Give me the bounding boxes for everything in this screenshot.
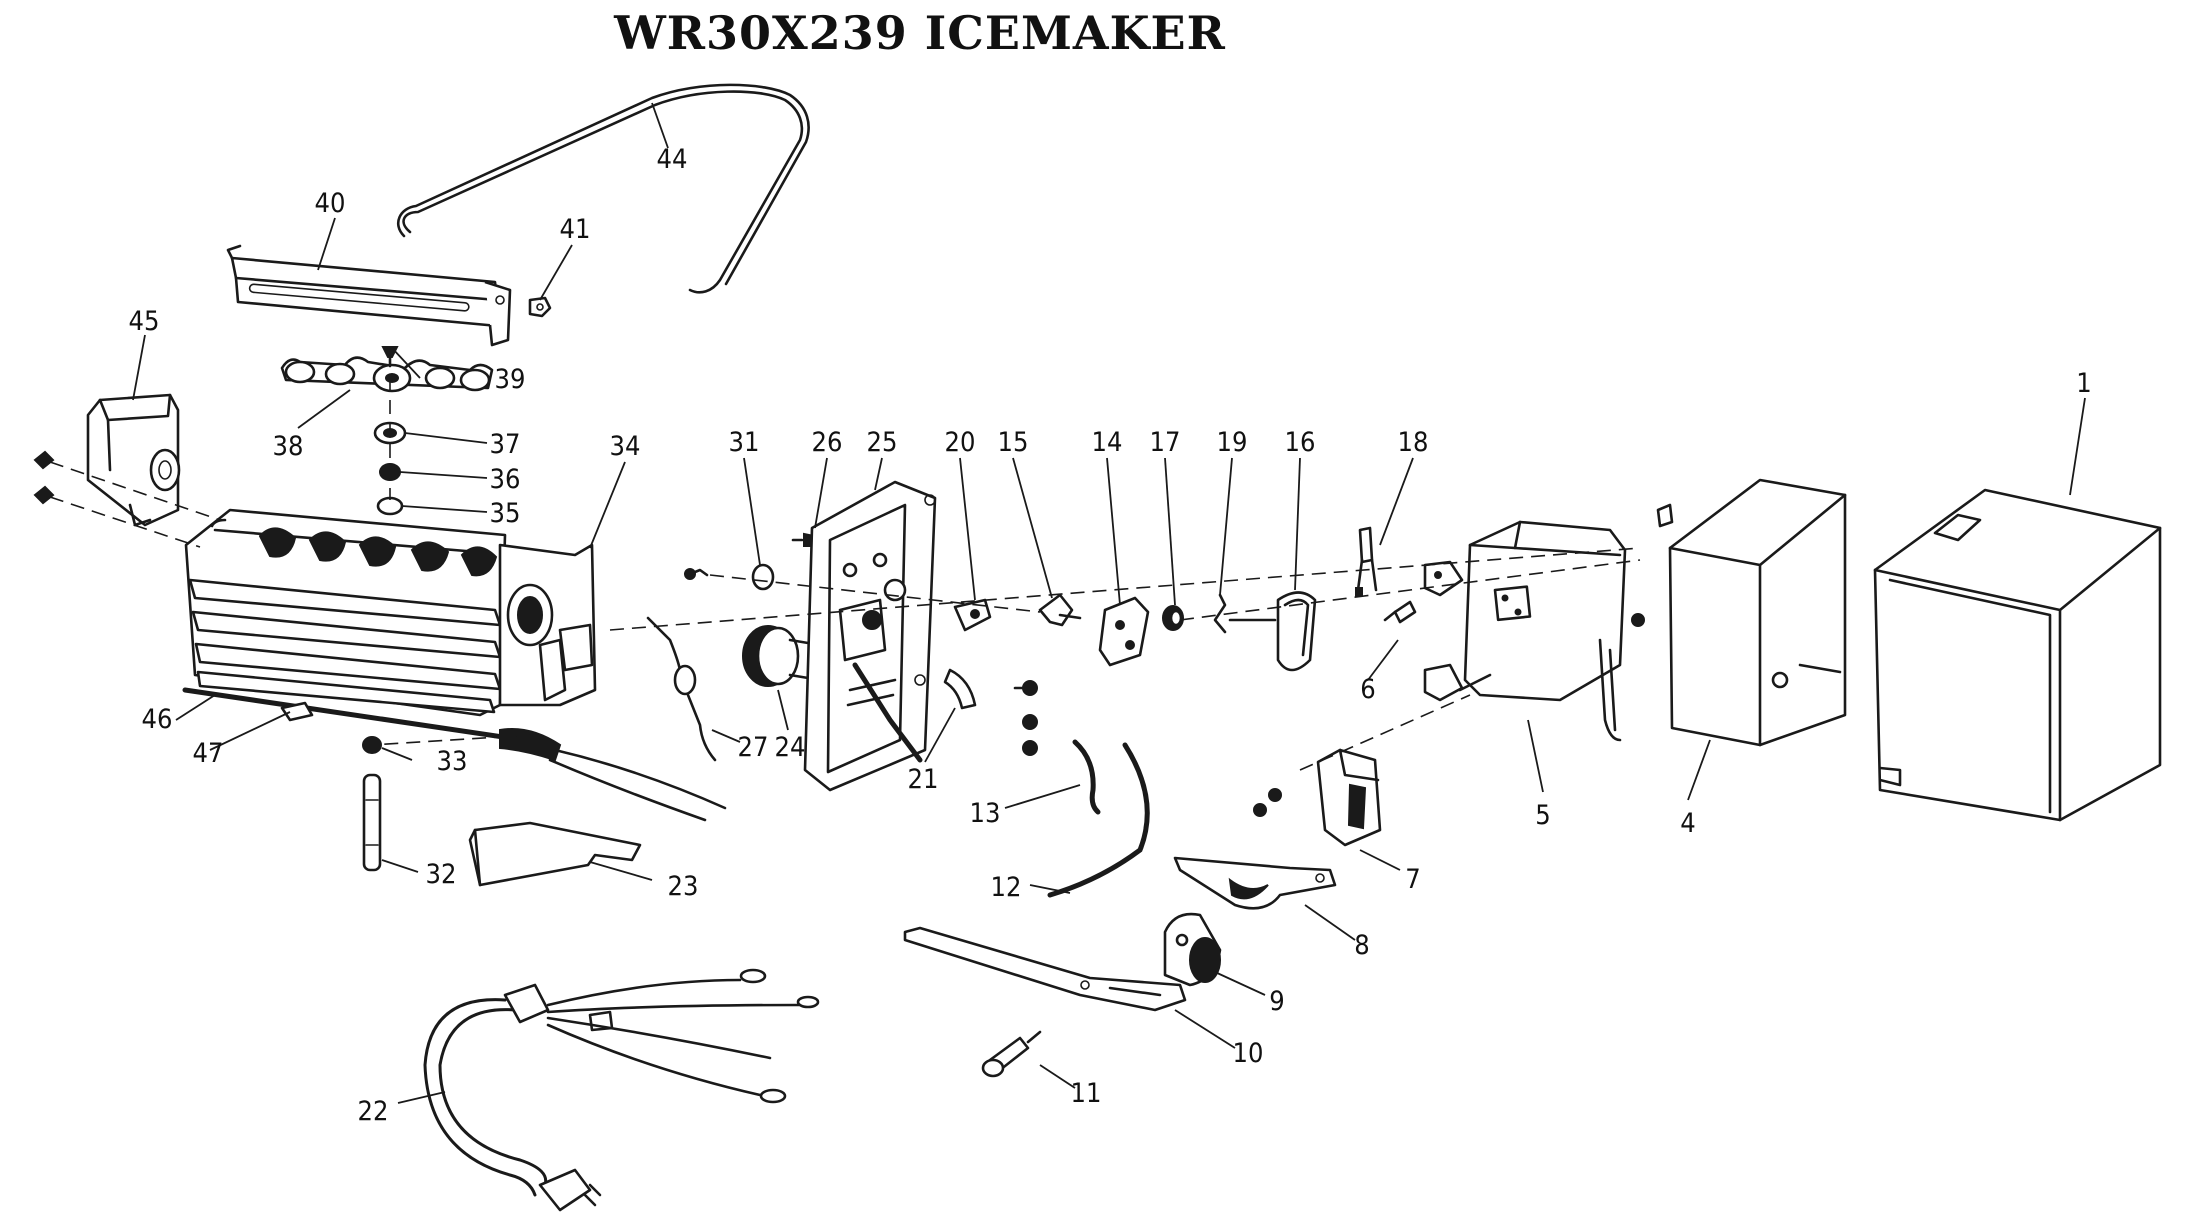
callout-21: 21 xyxy=(908,764,939,795)
part-35-o-ring xyxy=(376,496,404,516)
part-19-clip xyxy=(1213,593,1227,634)
part-22-power-cord xyxy=(423,968,820,1212)
part-25-housing-plate xyxy=(803,480,937,792)
callout-19: 19 xyxy=(1217,427,1248,458)
callout-16: 16 xyxy=(1285,427,1316,458)
callout-13: 13 xyxy=(970,798,1001,829)
part-1-front-cover xyxy=(1873,488,2162,822)
part-45-bearing-housing xyxy=(33,393,181,527)
part-14-holding-switch xyxy=(1098,596,1150,667)
part-11-pin xyxy=(981,1030,1042,1078)
part-5-motor xyxy=(1423,520,1645,742)
callout-33: 33 xyxy=(437,746,468,777)
callout-46: 46 xyxy=(142,704,173,735)
part-12-fill-tube xyxy=(1047,742,1150,898)
callout-8: 8 xyxy=(1354,930,1369,961)
part-38-ejector-blades xyxy=(280,356,494,393)
callout-40: 40 xyxy=(315,188,346,219)
part-46-mold-assembly xyxy=(182,508,727,822)
callout-45: 45 xyxy=(129,306,160,337)
part-15-switch xyxy=(1038,593,1082,627)
part-44-shutoff-arm xyxy=(397,83,810,294)
callout-41: 41 xyxy=(560,214,591,245)
callout-39: 39 xyxy=(495,364,526,395)
callout-37: 37 xyxy=(490,429,521,460)
alignment-lines xyxy=(49,378,1641,771)
part-40-mounting-bracket xyxy=(226,244,512,347)
callout-10: 10 xyxy=(1233,1038,1264,1069)
callout-6: 6 xyxy=(1360,674,1375,705)
callout-38: 38 xyxy=(273,431,304,462)
callout-12: 12 xyxy=(991,872,1022,903)
part-16-timing-cam xyxy=(1228,591,1317,672)
part-31-washer xyxy=(684,563,775,591)
callout-27: 27 xyxy=(738,732,769,763)
part-20-cam xyxy=(953,598,992,632)
part-6-screw xyxy=(1383,600,1417,624)
part-7-water-valve-switch xyxy=(1253,748,1382,847)
callout-24: 24 xyxy=(775,732,806,763)
callout-17: 17 xyxy=(1150,427,1181,458)
callout-4: 4 xyxy=(1680,808,1695,839)
callout-25: 25 xyxy=(867,427,898,458)
part-8-shutoff-lever xyxy=(1173,856,1337,910)
callout-47: 47 xyxy=(193,738,224,769)
callout-23: 23 xyxy=(668,871,699,902)
part-32-thermostat xyxy=(362,773,382,872)
callout-18: 18 xyxy=(1398,427,1429,458)
callout-7: 7 xyxy=(1405,864,1420,895)
callout-5: 5 xyxy=(1535,800,1550,831)
callout-14: 14 xyxy=(1092,427,1123,458)
part-21-lever xyxy=(943,668,977,710)
part-41-nut xyxy=(528,296,552,318)
part-9-drive-gear xyxy=(1163,912,1222,987)
callout-11: 11 xyxy=(1071,1078,1102,1109)
callout-32: 32 xyxy=(426,859,457,890)
callout-34: 34 xyxy=(610,431,641,462)
callout-36: 36 xyxy=(490,464,521,495)
part-27-spring xyxy=(646,616,717,762)
part-10-feeler-arm xyxy=(903,926,1187,1012)
callout-35: 35 xyxy=(490,498,521,529)
callout-26: 26 xyxy=(812,427,843,458)
callout-44: 44 xyxy=(657,144,688,175)
callout-31: 31 xyxy=(729,427,760,458)
part-13-tube-clip xyxy=(1072,739,1101,815)
callout-20: 20 xyxy=(945,427,976,458)
diagram-title: WR30X239 ICEMAKER xyxy=(614,6,1226,60)
leader-lines xyxy=(132,217,2086,1104)
part-18-thermal-fuse xyxy=(1355,526,1378,597)
mounting-screws xyxy=(1013,680,1038,756)
part-23-shield xyxy=(468,821,642,887)
callout-9: 9 xyxy=(1269,986,1284,1017)
part-47-clip xyxy=(280,701,314,722)
part-4-cover xyxy=(1656,478,1847,747)
callout-22: 22 xyxy=(358,1096,389,1127)
part-17-coupling xyxy=(1162,605,1184,631)
callout-1: 1 xyxy=(2076,368,2091,399)
callout-15: 15 xyxy=(998,427,1029,458)
callout-labels: 1 4 5 6 7 8 9 10 11 12 13 14 15 16 17 18… xyxy=(129,144,2092,1127)
